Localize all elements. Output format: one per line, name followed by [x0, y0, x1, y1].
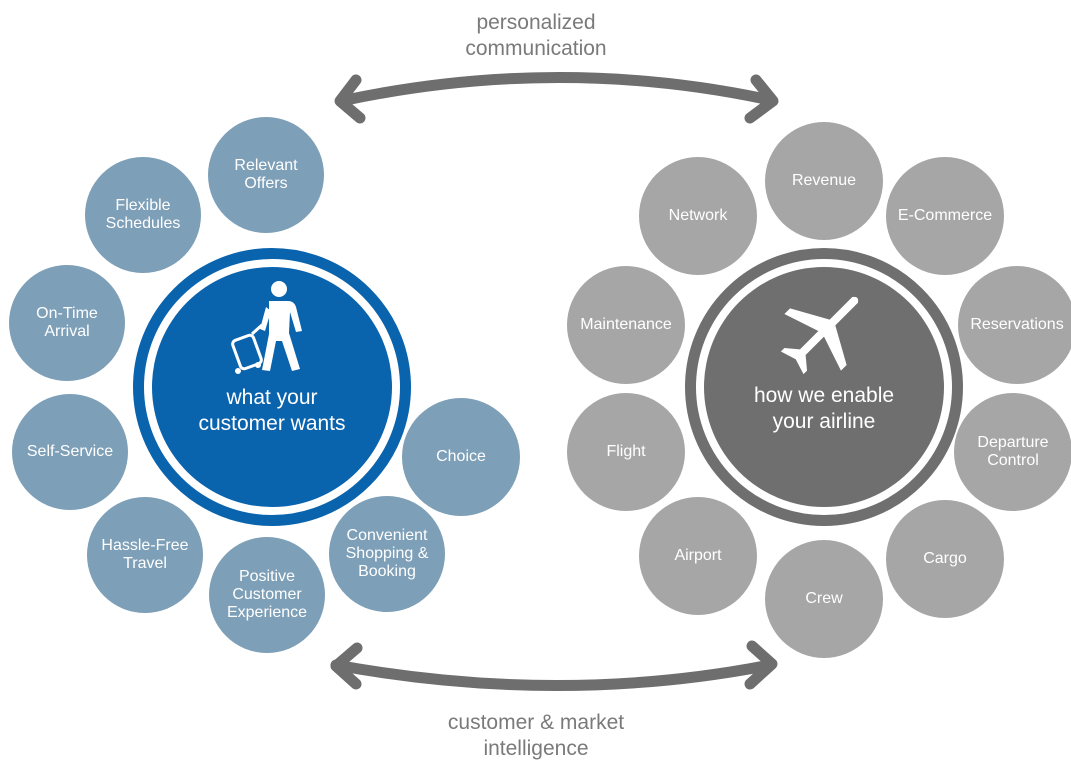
- bubble-flight: Flight: [567, 393, 685, 511]
- bubble-e-commerce: E-Commerce: [886, 157, 1004, 275]
- bottom-caption: customer & market intelligence: [356, 710, 716, 762]
- bubble-self-service: Self-Service: [12, 394, 128, 510]
- bubble-reservations: Reservations: [958, 266, 1071, 384]
- bubble-airport: Airport: [639, 497, 757, 615]
- airplane-icon: [780, 296, 859, 375]
- bubble-cargo: Cargo: [886, 500, 1004, 618]
- top-caption: personalized communication: [356, 10, 716, 62]
- bottom-caption-line2: intelligence: [483, 737, 589, 760]
- bubble-crew: Crew: [765, 540, 883, 658]
- top-double-arrow: [334, 72, 779, 124]
- bubble-choice: Choice: [402, 398, 520, 516]
- bubble-network: Network: [639, 157, 757, 275]
- bottom-double-arrow: [330, 640, 778, 691]
- airline-hub-core: how we enable your airline: [704, 267, 944, 507]
- traveler-with-luggage-icon: [231, 281, 302, 374]
- customer-hub-core: what your customer wants: [152, 267, 392, 507]
- airline-hub-label: how we enable your airline: [753, 384, 895, 433]
- customer-hub-label: what your customer wants: [198, 386, 346, 435]
- top-caption-line1: personalized: [476, 11, 596, 34]
- bottom-caption-line1: customer & market: [447, 711, 625, 734]
- bubble-revenue: Revenue: [765, 122, 883, 240]
- top-caption-line2: communication: [465, 37, 607, 60]
- bubble-maintenance: Maintenance: [567, 266, 685, 384]
